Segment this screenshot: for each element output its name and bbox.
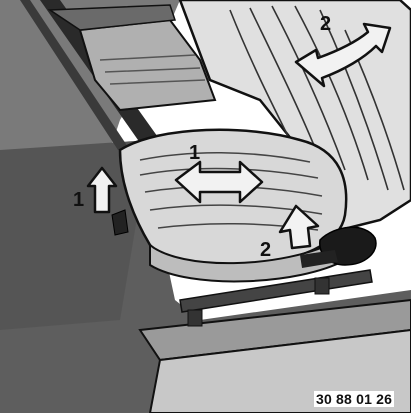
callout-2-backrest: 2 — [320, 14, 331, 34]
figure-code: 30 88 01 26 — [314, 391, 394, 407]
rail-foot-front — [188, 310, 202, 326]
callout-2-tilt: 2 — [260, 240, 271, 260]
height-lever — [112, 210, 128, 235]
seat-cushion — [120, 130, 346, 267]
rail-foot-rear — [315, 278, 329, 294]
callout-1-fore-aft: 1 — [189, 143, 200, 163]
callout-1-height: 1 — [73, 190, 84, 210]
